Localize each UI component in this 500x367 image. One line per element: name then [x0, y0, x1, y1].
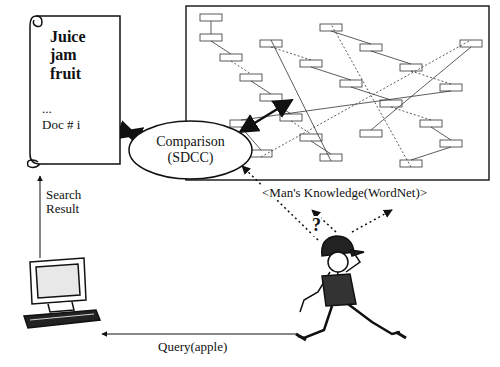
node-label: Comparison (SDCC) — [146, 134, 236, 166]
connector-arrow — [124, 131, 136, 135]
question-mark: ? — [312, 216, 321, 236]
process-ellipse: Comparison (SDCC) — [128, 120, 253, 180]
result-arrow — [40, 176, 41, 258]
knowledge-arrows — [242, 166, 392, 240]
query-arrow — [102, 334, 298, 335]
text-label: <Man's Knowledge(WordNet)> — [262, 186, 427, 200]
text-label: Query(apple) — [158, 340, 227, 354]
doc-text: ... — [42, 101, 112, 117]
link-arrow — [240, 100, 292, 132]
text-label: Search Result — [46, 188, 108, 217]
doc-text: Doc # i — [42, 117, 112, 133]
keyword-list: Juice jam fruit — [50, 28, 100, 83]
person-figure — [296, 236, 406, 340]
document-scroll: Juice jam fruit...Doc # i — [26, 12, 122, 174]
computer-icon — [24, 258, 100, 328]
